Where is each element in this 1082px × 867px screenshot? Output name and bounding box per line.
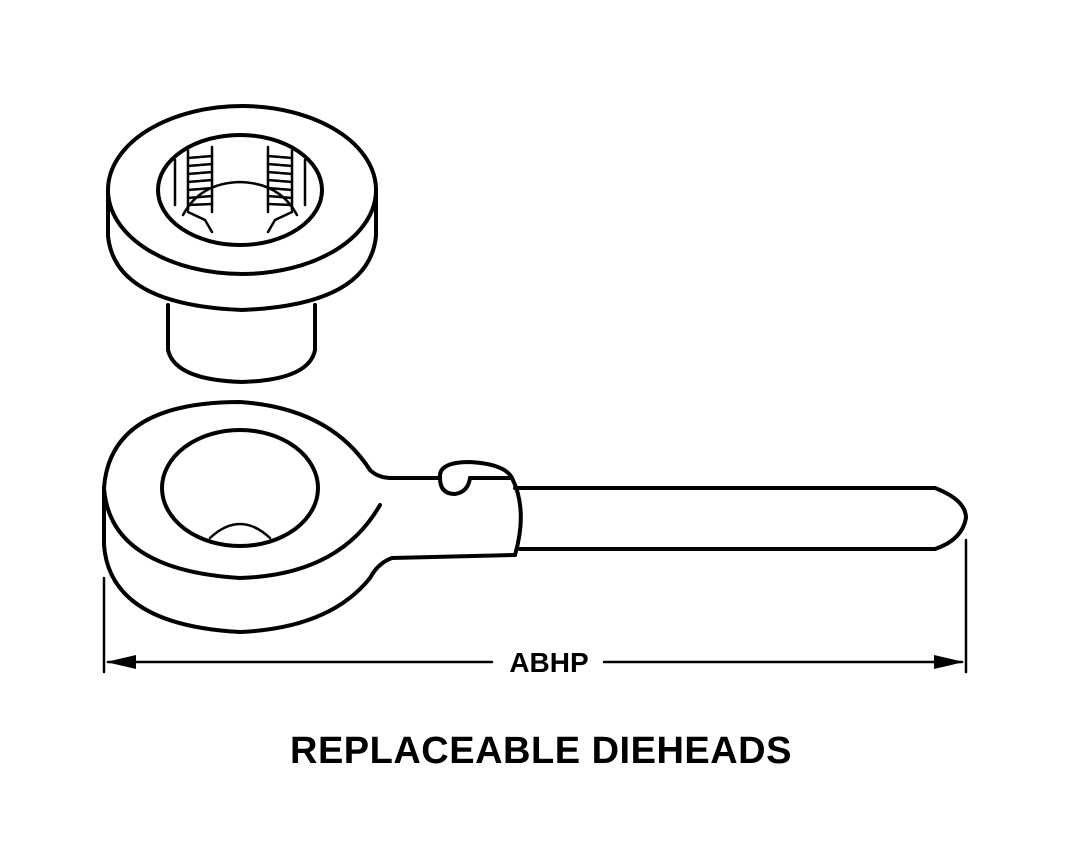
- dimension: ABHP: [102, 538, 968, 678]
- die-head-bore-inner: [181, 180, 299, 217]
- ratchet-bore-inner: [208, 522, 272, 540]
- die-head-collar-side: [106, 188, 378, 312]
- die-head-collar-top: [106, 104, 378, 276]
- die-head: [106, 104, 378, 384]
- die-head-bore: [156, 133, 324, 247]
- ratchet-bore: [160, 428, 320, 548]
- handle-bar: [513, 486, 968, 551]
- die-head-stem: [166, 303, 317, 384]
- ratchet-head-top-rim: [102, 486, 382, 580]
- ratchet-handle: [102, 400, 968, 634]
- dimension-label: ABHP: [509, 647, 588, 678]
- die-segment-right: [266, 145, 307, 234]
- figure-caption: REPLACEABLE DIEHEADS: [290, 730, 792, 772]
- ratchet-neck: [368, 468, 442, 480]
- arrowhead-left: [106, 655, 136, 669]
- handle-collar: [468, 476, 523, 557]
- ratchet-head-outline: [102, 400, 517, 634]
- arrowhead-right: [934, 655, 964, 669]
- die-segment-left: [173, 145, 214, 234]
